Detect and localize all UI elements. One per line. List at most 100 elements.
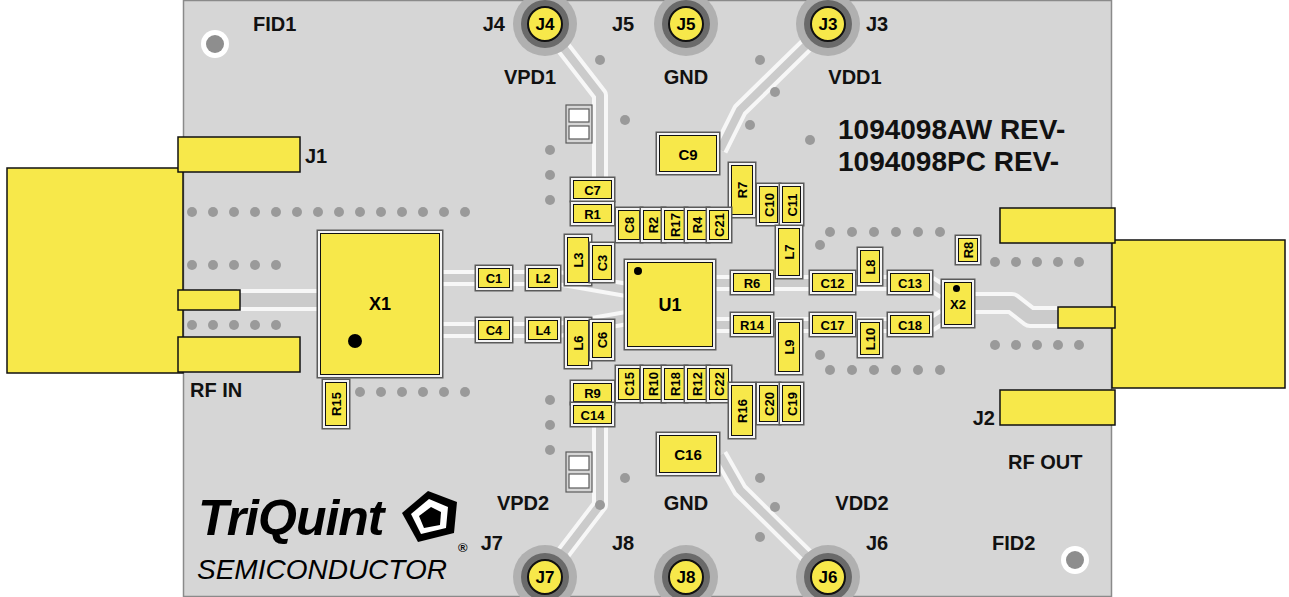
copper-trace <box>440 274 478 282</box>
logo-facet <box>419 507 441 528</box>
copper-trace <box>440 326 478 334</box>
test-point-jack: J7 <box>527 559 563 595</box>
part-label: C19 <box>785 392 798 416</box>
part-label: C4 <box>486 324 503 337</box>
part-label: J7 <box>536 569 555 586</box>
via <box>825 227 835 237</box>
part-label: R17 <box>668 213 681 237</box>
board-label: FID2 <box>992 532 1035 554</box>
via <box>187 320 197 330</box>
via <box>208 207 218 217</box>
part-label: X1 <box>369 295 391 313</box>
via <box>250 320 260 330</box>
board-label: VPD1 <box>504 66 556 88</box>
test-point-jack: J8 <box>668 559 704 595</box>
trace-clearance <box>930 316 944 325</box>
component-pad: R2 <box>643 210 663 240</box>
via <box>990 257 1000 267</box>
via <box>545 395 555 405</box>
board-label: RF IN <box>190 379 242 401</box>
via <box>891 227 901 237</box>
logo-mark <box>402 491 457 542</box>
component-pad: C9 <box>659 135 717 172</box>
via <box>355 207 365 217</box>
part-label: J5 <box>677 16 696 33</box>
board-label: GND <box>664 66 708 88</box>
part-label: C21 <box>713 213 726 237</box>
via <box>1074 257 1084 267</box>
via <box>1032 340 1042 350</box>
part-label: C22 <box>713 372 726 396</box>
via <box>376 207 386 217</box>
jack-rings <box>513 0 860 597</box>
test-point-jack: J6 <box>810 559 846 595</box>
board-label: J3 <box>866 13 888 35</box>
part-label: C7 <box>584 183 601 196</box>
part-label: C12 <box>821 276 845 289</box>
copper-trace <box>972 303 1060 317</box>
part-label: L2 <box>535 272 550 285</box>
component-pad: R18 <box>664 368 685 400</box>
part-label: R14 <box>740 318 764 331</box>
part-label: R16 <box>736 399 749 423</box>
component-pad: R15 <box>325 382 347 426</box>
part-label: R8 <box>962 242 975 259</box>
part-label: L10 <box>864 327 877 349</box>
trace-clearance <box>440 322 478 338</box>
part-label: C9 <box>678 146 697 161</box>
fiducial-clearance <box>201 30 229 58</box>
via <box>990 340 1000 350</box>
copper-trace <box>713 321 733 329</box>
part-label: C3 <box>596 254 609 271</box>
via <box>545 445 555 455</box>
via <box>745 120 755 130</box>
logo-facet <box>411 499 448 534</box>
pin1-dot <box>348 334 362 348</box>
board-label: VDD2 <box>835 492 888 514</box>
component-pad: C6 <box>592 322 612 358</box>
component-pad: C12 <box>812 273 853 292</box>
test-point-jack: J3 <box>810 6 846 42</box>
via <box>397 207 407 217</box>
component-pad: R9 <box>573 383 612 402</box>
component-pad: C22 <box>709 368 729 400</box>
via <box>250 260 260 270</box>
component-pad: R14 <box>733 315 771 334</box>
component-pad: R7 <box>731 165 753 215</box>
via <box>418 207 428 217</box>
part-label: C11 <box>785 193 798 216</box>
jack-ring <box>662 0 710 48</box>
trace-clearance <box>440 270 478 286</box>
jack-ring <box>521 553 569 597</box>
part-label: C1 <box>486 272 503 285</box>
pin1-dot <box>953 285 960 292</box>
board-label: VPD2 <box>497 492 549 514</box>
part-label: C10 <box>762 193 775 217</box>
part-label: R4 <box>691 217 704 234</box>
sma-ground-tab <box>1000 390 1115 425</box>
via <box>313 207 323 217</box>
trace-clearance <box>713 317 733 333</box>
jack-ring <box>804 553 852 597</box>
part-label: R9 <box>584 386 601 399</box>
via <box>1032 257 1042 267</box>
via <box>755 473 765 483</box>
via <box>620 115 630 125</box>
board-label: VDD1 <box>828 66 881 88</box>
via <box>805 135 815 145</box>
component-pad: R8 <box>958 238 978 262</box>
via-group <box>187 55 1084 542</box>
part-label: R10 <box>647 372 660 396</box>
component-pad: L6 <box>567 320 589 366</box>
trace-clearance <box>713 275 733 291</box>
trace-clearance <box>771 275 812 291</box>
trace-clearance <box>510 322 528 338</box>
part-label: C20 <box>762 392 775 416</box>
pad-outline <box>566 452 592 492</box>
via <box>935 365 945 375</box>
component-pad: C8 <box>618 210 640 240</box>
sma-body <box>1112 240 1285 388</box>
via <box>1011 340 1021 350</box>
via <box>229 320 239 330</box>
pad-outline <box>566 105 592 143</box>
